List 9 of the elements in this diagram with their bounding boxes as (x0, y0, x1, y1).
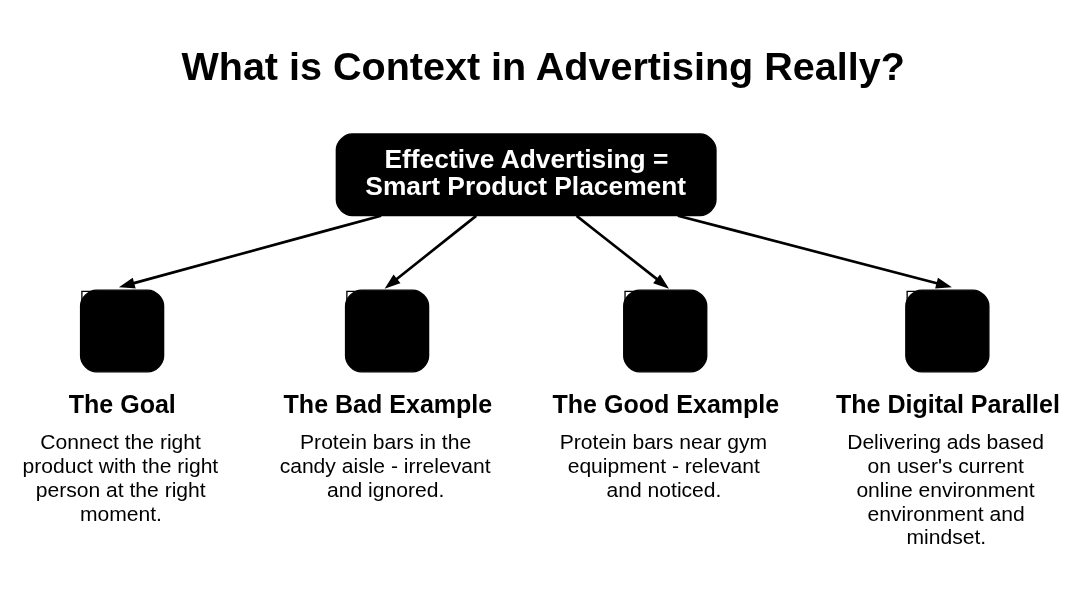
node-label: The Digital Parallel (835, 389, 1060, 418)
node-label: Protein bars near gym equipment - relevant and noticed. (559, 429, 768, 501)
node-label: The Bad Example (283, 389, 493, 418)
diagram-title: What is Context in Advertising Really? (181, 43, 905, 88)
node-label: Connect the right product with the right person at the right moment. (22, 429, 219, 525)
node-label: The Good Example (552, 389, 780, 418)
node-label: The Goal (68, 389, 176, 418)
node-label: Delivering ads based on user's current online environment environment and mindset. (847, 429, 1045, 548)
node-label: Protein bars in the candy aisle - irrelevant and ignored. (279, 429, 491, 501)
